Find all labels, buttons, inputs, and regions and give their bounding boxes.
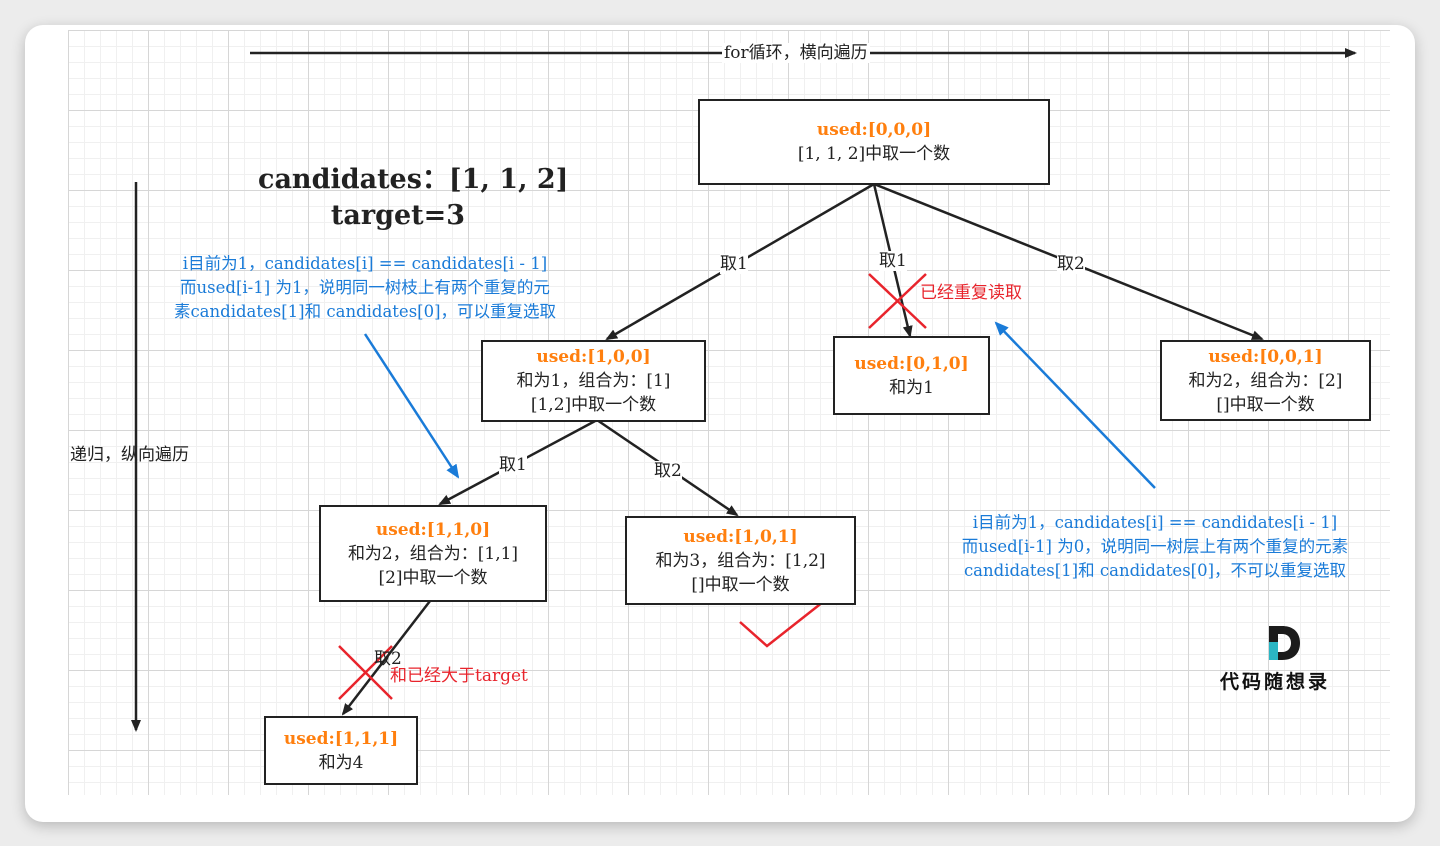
used-state: used:[1,0,1] bbox=[683, 526, 798, 547]
node-c: used:[0,0,1] 和为2，组合为：[2] []中取一个数 bbox=[1160, 340, 1371, 421]
branch-duplicate-note: i目前为1，candidates[i] == candidates[i - 1]… bbox=[150, 252, 580, 324]
node-text: 和为1，组合为：[1] bbox=[516, 371, 671, 391]
cross-mark-over-target bbox=[338, 645, 393, 700]
edge-label-d-f: 取2 bbox=[374, 649, 402, 669]
edge-label-root-c: 取2 bbox=[1057, 254, 1085, 274]
edge-label-a-d: 取1 bbox=[499, 455, 527, 475]
blue-arrow-branch bbox=[363, 333, 460, 479]
node-f: used:[1,1,1] 和为4 bbox=[264, 716, 418, 785]
node-text: 和为3，组合为：[1,2] bbox=[655, 550, 826, 571]
edge-label-a-e: 取2 bbox=[654, 461, 682, 481]
edge-d-f bbox=[341, 600, 431, 716]
note-line: i目前为1，candidates[i] == candidates[i - 1] bbox=[972, 513, 1338, 532]
repeated-read-note: 已经重复读取 bbox=[920, 283, 1022, 303]
node-text: [2]中取一个数 bbox=[378, 567, 488, 588]
node-text: 和为2，组合为：[1,1] bbox=[347, 543, 519, 564]
note-line: 素candidates[1]和 candidates[0]，可以重复选取 bbox=[173, 302, 557, 321]
used-state: used:[1,1,1] bbox=[283, 728, 399, 749]
node-text: []中取一个数 bbox=[691, 574, 790, 595]
node-text: 和为1 bbox=[889, 377, 934, 398]
for-loop-label: for循环，横向遍历 bbox=[722, 43, 870, 63]
note-line: 而used[i-1] 为0，说明同一树层上有两个重复的元素 bbox=[961, 537, 1349, 556]
node-text: 和为2，组合为：[2] bbox=[1188, 370, 1343, 391]
node-text: [1, 1, 2]中取一个数 bbox=[797, 144, 951, 164]
check-mark bbox=[739, 586, 843, 648]
node-b: used:[0,1,0] 和为1 bbox=[833, 336, 990, 415]
title-target: target=3 bbox=[330, 200, 466, 231]
note-line: 而used[i-1] 为1，说明同一树枝上有两个重复的元 bbox=[180, 278, 550, 297]
used-state: used:[1,1,0] bbox=[375, 519, 491, 540]
title-candidates: candidates：[1, 1, 2] bbox=[258, 164, 569, 195]
blue-arrow-layer bbox=[994, 321, 1156, 489]
edge-label-root-b: 取1 bbox=[879, 251, 907, 271]
layer-duplicate-note: i目前为1，candidates[i] == candidates[i - 1]… bbox=[930, 511, 1380, 583]
over-target-note: 和已经大于target bbox=[390, 666, 528, 686]
used-state: used:[0,1,0] bbox=[854, 353, 969, 374]
node-root: used:[0,0,0] [1, 1, 2]中取一个数 bbox=[698, 99, 1050, 185]
node-e: used:[1,0,1] 和为3，组合为：[1,2] []中取一个数 bbox=[625, 516, 856, 605]
logo-text: 代码随想录 bbox=[1220, 671, 1331, 693]
used-state: used:[0,0,0] bbox=[816, 120, 932, 140]
edge-label-root-a: 取1 bbox=[720, 254, 748, 274]
node-text: []中取一个数 bbox=[1216, 394, 1315, 415]
node-d: used:[1,1,0] 和为2，组合为：[1,1] [2]中取一个数 bbox=[319, 505, 547, 602]
used-state: used:[1,0,0] bbox=[536, 347, 651, 367]
node-text: [1,2]中取一个数 bbox=[530, 395, 657, 415]
node-a: used:[1,0,0] 和为1，组合为：[1] [1,2]中取一个数 bbox=[481, 340, 706, 422]
used-state: used:[0,0,1] bbox=[1208, 346, 1323, 367]
cross-mark-repeat bbox=[868, 273, 927, 329]
note-line: i目前为1，candidates[i] == candidates[i - 1] bbox=[182, 254, 548, 273]
node-text: 和为4 bbox=[318, 752, 364, 773]
note-line: candidates[1]和 candidates[0]，不可以重复选取 bbox=[963, 561, 1347, 580]
recursion-label: 递归，纵向遍历 bbox=[70, 445, 189, 465]
logo-d-icon bbox=[1269, 626, 1300, 660]
